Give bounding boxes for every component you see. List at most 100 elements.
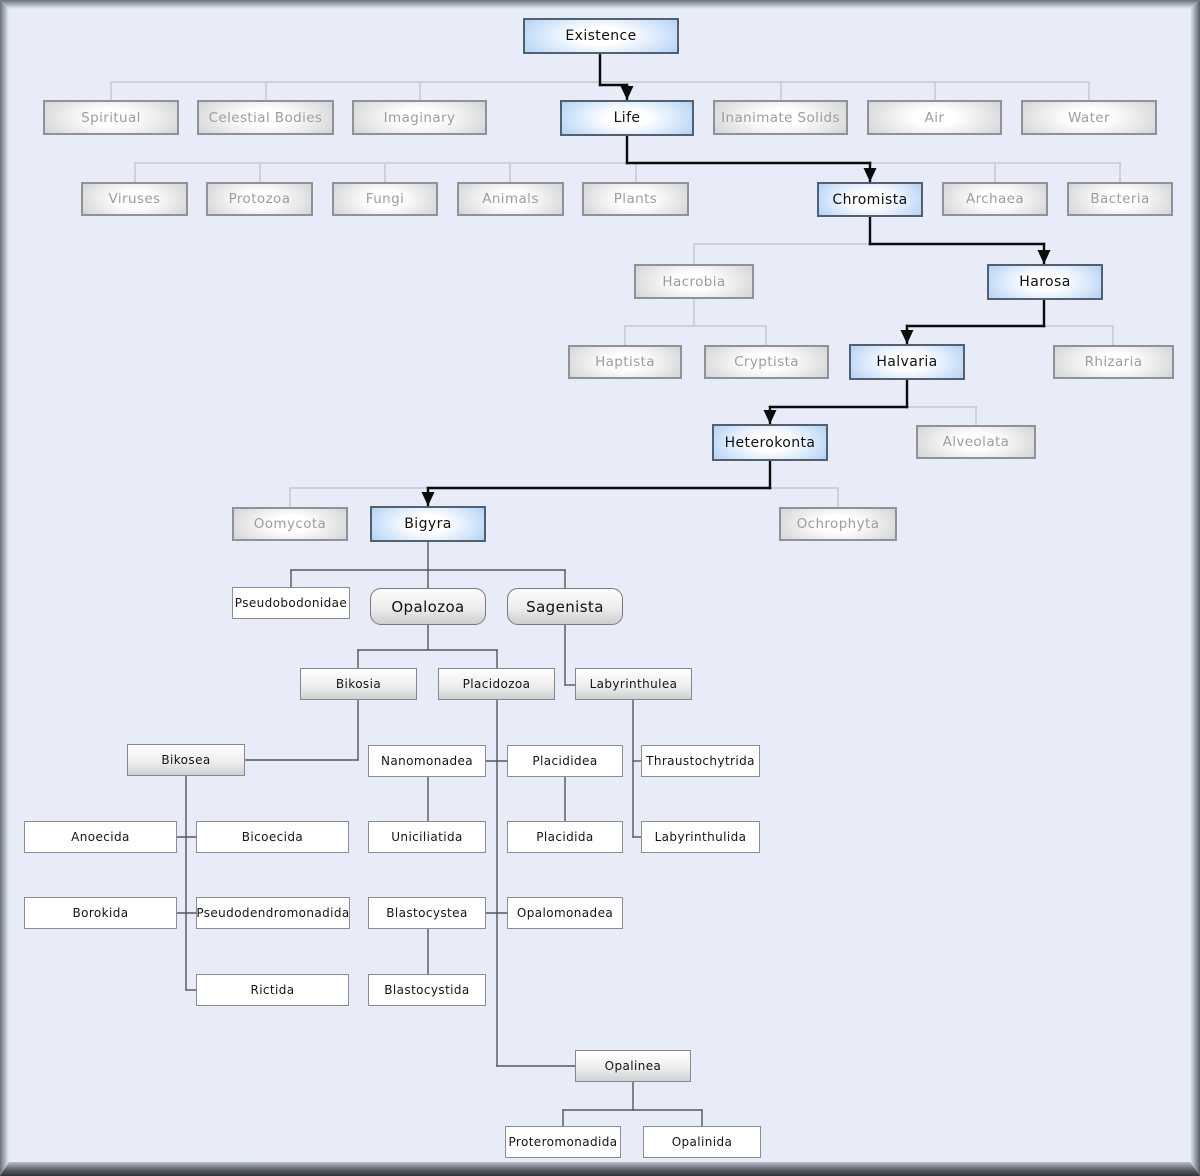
node-label: Nanomonadea <box>380 754 474 768</box>
node-label: Sagenista <box>526 597 604 616</box>
node-label: Pseudodendromonadida <box>196 906 350 920</box>
node-label: Spiritual <box>81 109 141 126</box>
node-anoecida[interactable]: Anoecida <box>24 821 177 853</box>
node-blastocystida[interactable]: Blastocystida <box>368 974 486 1006</box>
node-plants[interactable]: Plants <box>582 182 689 216</box>
node-label: Opalozoa <box>391 597 465 616</box>
node-label: Alveolata <box>942 434 1010 450</box>
node-viruses[interactable]: Viruses <box>81 182 188 216</box>
node-label: Labyrinthulea <box>589 677 678 691</box>
node-label: Blastocystea <box>386 906 468 920</box>
node-water[interactable]: Water <box>1021 100 1157 135</box>
node-label: Blastocystida <box>384 983 470 997</box>
node-label: Bikosea <box>161 753 211 767</box>
node-nanomonadea[interactable]: Nanomonadea <box>368 745 486 777</box>
node-label: Opalinea <box>604 1059 662 1073</box>
node-alveolata[interactable]: Alveolata <box>916 425 1036 459</box>
node-label: Placidozoa <box>462 677 531 691</box>
node-spiritual[interactable]: Spiritual <box>43 100 179 135</box>
arrowhead-icon <box>763 410 777 424</box>
arrowhead-icon <box>900 330 914 344</box>
node-fungi[interactable]: Fungi <box>332 182 438 216</box>
node-label: Water <box>1068 109 1110 126</box>
node-labyrinthulea[interactable]: Labyrinthulea <box>575 668 692 700</box>
node-label: Fungi <box>365 191 405 207</box>
node-hacrobia[interactable]: Hacrobia <box>634 264 754 299</box>
node-label: Proteromonadida <box>508 1135 618 1149</box>
node-label: Imaginary <box>383 109 456 126</box>
node-label: Opalomonadea <box>516 906 614 920</box>
arrowhead-icon <box>863 168 877 182</box>
node-opalinea[interactable]: Opalinea <box>575 1050 691 1082</box>
node-label: Hacrobia <box>662 273 726 290</box>
node-placidida[interactable]: Placidida <box>507 821 623 853</box>
node-blastocystea[interactable]: Blastocystea <box>368 897 486 929</box>
node-label: Bikosia <box>335 677 382 691</box>
node-chromista[interactable]: Chromista <box>817 182 923 217</box>
node-label: Harosa <box>1019 274 1071 290</box>
node-label: Archaea <box>965 191 1025 207</box>
node-label: Borokida <box>72 906 129 920</box>
node-pseudobodonidae[interactable]: Pseudobodonidae <box>232 587 350 619</box>
node-bikosea[interactable]: Bikosea <box>127 744 245 776</box>
node-label: Opalinida <box>671 1135 733 1149</box>
node-opalinida[interactable]: Opalinida <box>643 1126 761 1158</box>
node-halvaria[interactable]: Halvaria <box>849 344 965 380</box>
node-label: Anoecida <box>71 830 130 844</box>
node-air[interactable]: Air <box>867 100 1002 135</box>
node-harosa[interactable]: Harosa <box>987 264 1103 300</box>
node-archaea[interactable]: Archaea <box>942 182 1048 216</box>
node-label: Plants <box>613 191 658 207</box>
node-rhizaria[interactable]: Rhizaria <box>1053 345 1174 379</box>
node-ochrophyta[interactable]: Ochrophyta <box>779 507 897 541</box>
node-existence[interactable]: Existence <box>523 18 679 54</box>
node-inanimate[interactable]: Inanimate Solids <box>713 100 848 135</box>
node-imaginary[interactable]: Imaginary <box>352 100 487 135</box>
node-bicoecida[interactable]: Bicoecida <box>196 821 349 853</box>
node-bikosia[interactable]: Bikosia <box>300 668 417 700</box>
node-label: Labyrinthulida <box>654 830 747 844</box>
arrowhead-icon <box>1037 250 1051 264</box>
node-borokida[interactable]: Borokida <box>24 897 177 929</box>
node-label: Placidida <box>536 830 594 844</box>
node-label: Rictida <box>250 983 295 997</box>
node-label: Ochrophyta <box>796 516 880 532</box>
node-label: Chromista <box>832 191 908 208</box>
node-label: Pseudobodonidae <box>234 596 348 610</box>
node-bacteria[interactable]: Bacteria <box>1067 182 1173 216</box>
node-rictida[interactable]: Rictida <box>196 974 349 1006</box>
node-protozoa[interactable]: Protozoa <box>206 182 313 216</box>
node-label: Oomycota <box>253 516 327 532</box>
node-label: Animals <box>482 191 539 207</box>
node-pseudodendromonadida[interactable]: Pseudodendromonadida <box>196 897 350 929</box>
node-proteromonadida[interactable]: Proteromonadida <box>505 1126 621 1158</box>
node-label: Life <box>613 110 641 126</box>
node-opalozoa[interactable]: Opalozoa <box>370 588 486 625</box>
node-label: Placididea <box>532 754 598 768</box>
node-bigyra[interactable]: Bigyra <box>370 506 486 542</box>
node-haptista[interactable]: Haptista <box>568 345 682 379</box>
node-thraustochytrida[interactable]: Thraustochytrida <box>641 745 760 777</box>
node-heterokonta[interactable]: Heterokonta <box>712 424 828 461</box>
node-uniciliatida[interactable]: Uniciliatida <box>368 821 486 853</box>
node-placididea[interactable]: Placididea <box>507 745 623 777</box>
node-label: Existence <box>565 28 637 44</box>
node-labyrinthulida[interactable]: Labyrinthulida <box>641 821 760 853</box>
node-celestial[interactable]: Celestial Bodies <box>197 100 334 135</box>
node-animals[interactable]: Animals <box>457 182 564 216</box>
node-oomycota[interactable]: Oomycota <box>232 507 348 541</box>
node-life[interactable]: Life <box>560 100 694 136</box>
node-opalomonadea[interactable]: Opalomonadea <box>507 897 623 929</box>
node-label: Uniciliatida <box>391 830 463 844</box>
node-placidozoa[interactable]: Placidozoa <box>438 668 555 700</box>
node-label: Heterokonta <box>724 434 816 451</box>
node-label: Air <box>924 109 945 126</box>
node-sagenista[interactable]: Sagenista <box>507 588 623 625</box>
node-label: Celestial Bodies <box>208 109 323 126</box>
node-label: Thraustochytrida <box>646 754 755 768</box>
node-cryptista[interactable]: Cryptista <box>704 345 829 379</box>
node-label: Cryptista <box>734 354 799 370</box>
node-label: Halvaria <box>876 354 938 370</box>
